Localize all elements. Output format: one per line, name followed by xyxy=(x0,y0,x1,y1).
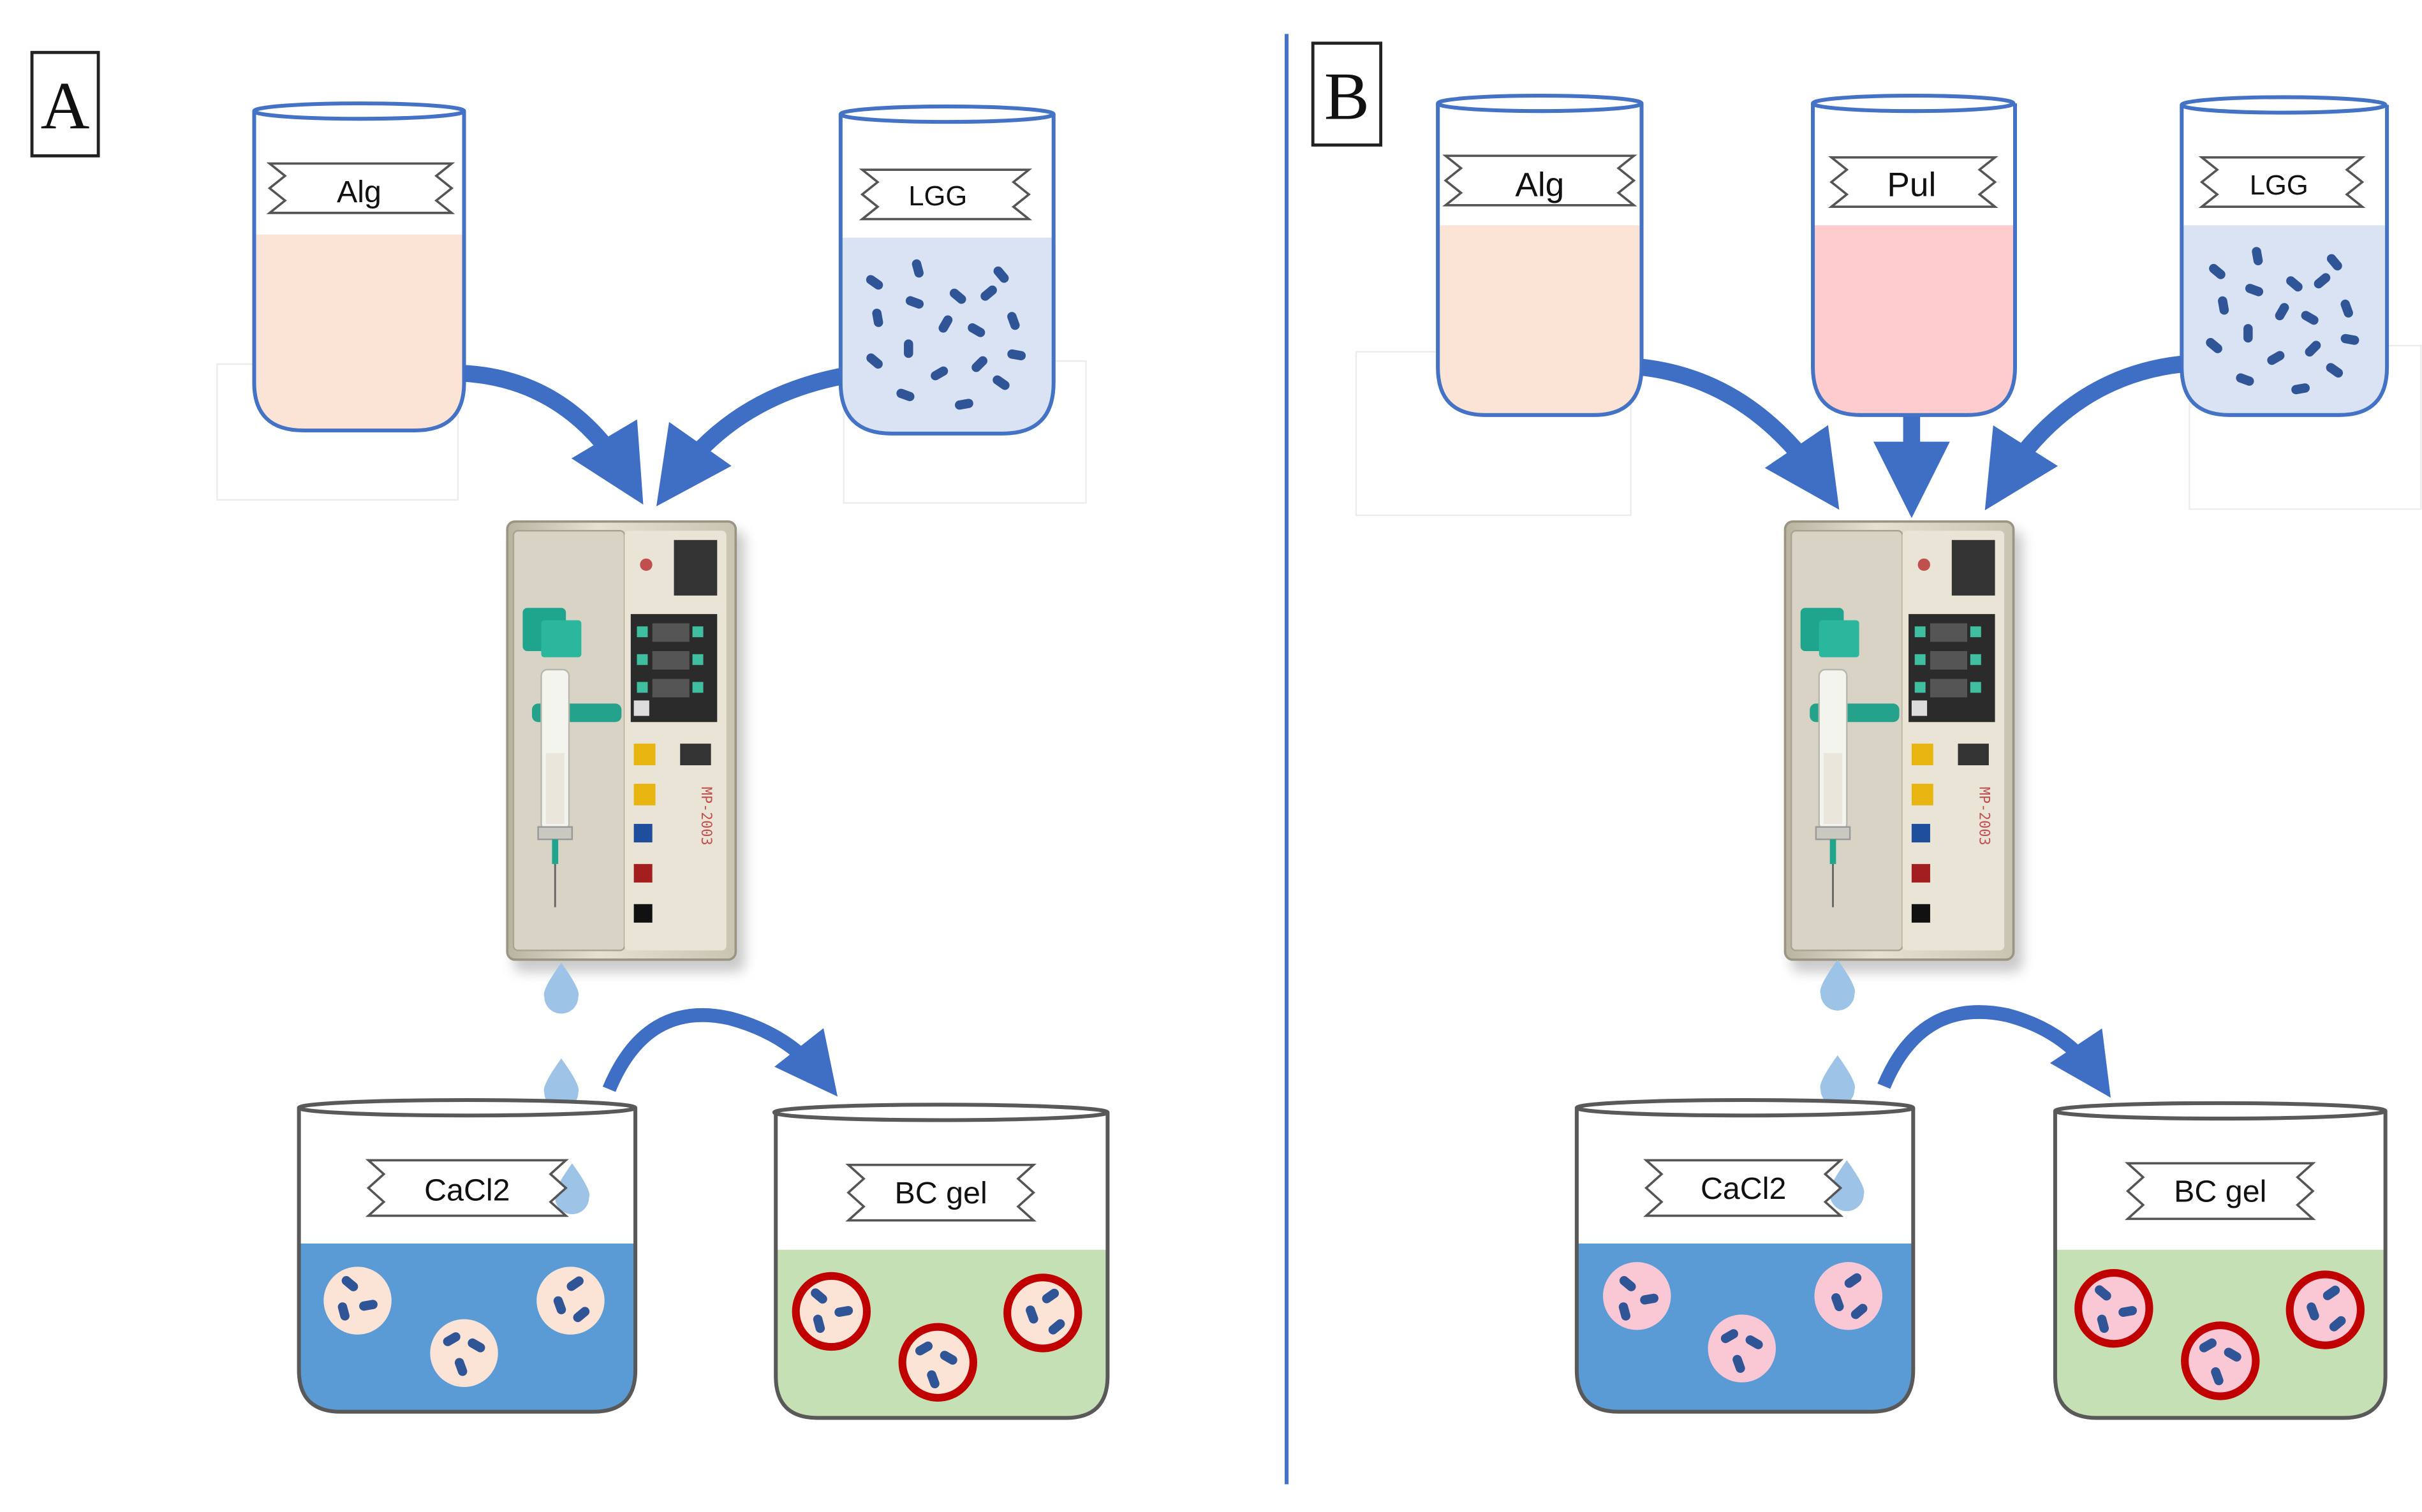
flow-arrow xyxy=(463,365,644,505)
beaker-label-tag: BC gel xyxy=(2124,1162,2316,1221)
panel-letter-box: A xyxy=(30,50,100,158)
beaker-label: CaCl2 xyxy=(424,1173,510,1207)
beaker-label-tag: Alg xyxy=(1442,154,1637,207)
panel-letter: A xyxy=(41,68,90,143)
droplets xyxy=(543,962,590,1215)
beaker-label-tag: CaCl2 xyxy=(1643,1159,1844,1217)
syringe-pump: MP-2003 xyxy=(506,520,745,973)
capsule xyxy=(536,1266,605,1335)
beaker-label: Alg xyxy=(337,175,381,209)
beaker-label: Pul xyxy=(1887,166,1936,203)
flow-arrow xyxy=(1984,355,2183,511)
capsule xyxy=(1814,1262,1882,1330)
coated-capsule xyxy=(898,1323,977,1402)
beaker-label: CaCl2 xyxy=(1701,1171,1786,1206)
beaker-label-tag: CaCl2 xyxy=(365,1159,569,1217)
panel-b: B Alg Pul xyxy=(1311,41,2422,1420)
pump-model-label: MP-2003 xyxy=(698,787,714,846)
beaker-alginate: Alg xyxy=(1436,93,1644,417)
beaker-label: BC gel xyxy=(895,1176,987,1210)
beaker-label-tag: Alg xyxy=(266,162,455,214)
syringe-pump: MP-2003 xyxy=(1783,520,2023,973)
capsule xyxy=(1603,1262,1671,1330)
capsule xyxy=(323,1266,392,1335)
beaker-label-tag: Pul xyxy=(1828,156,1998,209)
pump-model-label: MP-2003 xyxy=(1975,787,1991,846)
beaker-lgg: LGG xyxy=(2180,95,2389,417)
beaker-label: LGG xyxy=(2250,170,2308,201)
capsule xyxy=(1708,1314,1776,1383)
capsule xyxy=(430,1319,498,1388)
coated-capsule xyxy=(2181,1321,2260,1400)
beaker-label: LGG xyxy=(908,181,967,212)
beaker-alginate: Alg xyxy=(252,101,466,433)
beaker-label-tag: BC gel xyxy=(845,1163,1037,1222)
flow-arrow xyxy=(1641,358,1840,510)
panel-letter: B xyxy=(1324,59,1370,134)
beaker-label: Alg xyxy=(1515,166,1564,203)
transfer-arrow xyxy=(602,1008,838,1097)
beaker-label-tag: LGG xyxy=(2198,156,2366,209)
panel-letter-box: B xyxy=(1311,41,1383,147)
coated-capsule xyxy=(2074,1268,2153,1348)
coated-capsule xyxy=(1003,1273,1082,1353)
beaker-bc-gel: BC gel xyxy=(772,1103,1110,1420)
beaker-cacl2: CaCl2 xyxy=(297,1097,638,1414)
droplets xyxy=(1820,959,1864,1212)
flow-arrow xyxy=(656,368,843,507)
beaker-cacl2: CaCl2 xyxy=(1574,1097,1916,1414)
coated-capsule xyxy=(792,1272,871,1351)
beaker-pullulan: Pul xyxy=(1811,93,2018,417)
transfer-arrow xyxy=(1877,1005,2111,1098)
beaker-bc-gel: BC gel xyxy=(2053,1101,2388,1420)
panel-a: A Alg LGG xyxy=(30,50,1110,1420)
coated-capsule xyxy=(2285,1270,2365,1349)
beaker-label-tag: LGG xyxy=(859,168,1033,221)
beaker-label: BC gel xyxy=(2174,1175,2266,1209)
beaker-lgg: LGG xyxy=(838,104,1056,436)
